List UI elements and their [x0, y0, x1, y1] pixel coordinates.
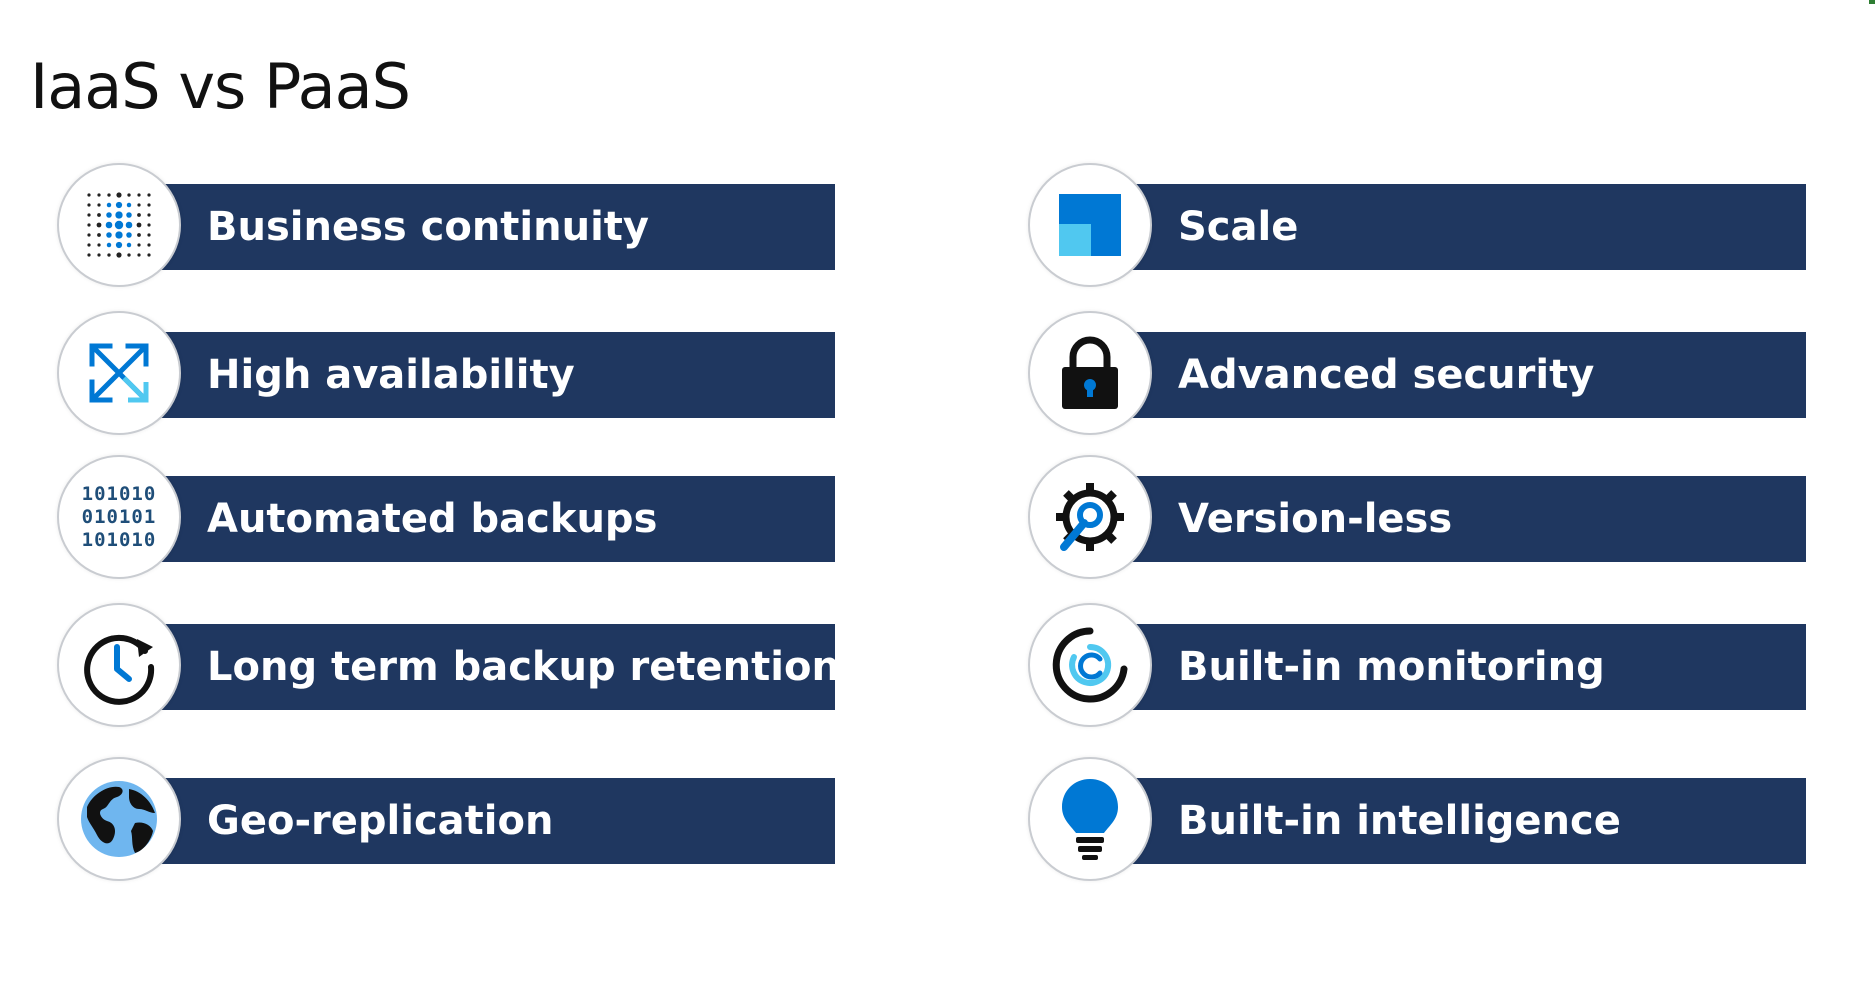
- feature-bar: [155, 332, 835, 418]
- feature-label: Built-in monitoring: [1178, 644, 1605, 690]
- feature-bar: [155, 476, 835, 562]
- padlock-icon: [1028, 311, 1152, 435]
- feature-built-in-intelligence: Built-in intelligence: [1026, 757, 1806, 883]
- binary-row: 101010: [81, 482, 157, 505]
- binary-row: 101010: [81, 528, 157, 551]
- feature-label: Built-in intelligence: [1178, 798, 1621, 844]
- gear-wrench-icon: [1028, 455, 1152, 579]
- clock-refresh-icon: [57, 603, 181, 727]
- feature-built-in-monitoring: Built-in monitoring: [1026, 603, 1806, 729]
- feature-label: Version-less: [1178, 496, 1453, 542]
- feature-bar: [155, 184, 835, 270]
- feature-bar: [1126, 624, 1806, 710]
- feature-label: High availability: [207, 352, 575, 398]
- feature-label: Automated backups: [207, 496, 658, 542]
- feature-advanced-security: Advanced security: [1026, 311, 1806, 437]
- monitoring-ring-icon: [1028, 603, 1152, 727]
- feature-label: Long term backup retention: [207, 644, 840, 690]
- scale-squares-icon: [1028, 163, 1152, 287]
- feature-version-less: Version-less: [1026, 455, 1806, 581]
- feature-automated-backups: Automated backups 101010 010101 101010: [55, 455, 835, 581]
- feature-label: Advanced security: [1178, 352, 1595, 398]
- feature-bar: [1126, 332, 1806, 418]
- binary-row: 010101: [81, 505, 157, 528]
- feature-label: Geo-replication: [207, 798, 554, 844]
- feature-label: Scale: [1178, 204, 1299, 250]
- feature-high-availability: High availability: [55, 311, 835, 437]
- binary-data-icon: 101010 010101 101010: [57, 455, 181, 579]
- feature-geo-replication: Geo-replication: [55, 757, 835, 883]
- expand-arrows-icon: [57, 311, 181, 435]
- globe-icon: [57, 757, 181, 881]
- dot-grid-icon: [57, 163, 181, 287]
- feature-bar: [1126, 184, 1806, 270]
- feature-scale: Scale: [1026, 163, 1806, 289]
- feature-label: Business continuity: [207, 204, 649, 250]
- slide-title: IaaS vs PaaS: [30, 50, 411, 123]
- feature-business-continuity: Business continuity: [55, 163, 835, 289]
- feature-bar: [155, 624, 835, 710]
- lightbulb-icon: [1028, 757, 1152, 881]
- feature-bar: [155, 778, 835, 864]
- feature-long-term-backup-retention: Long term backup retention: [55, 603, 840, 729]
- feature-bar: [1126, 476, 1806, 562]
- corner-mark: [1869, 0, 1875, 4]
- feature-bar: [1126, 778, 1806, 864]
